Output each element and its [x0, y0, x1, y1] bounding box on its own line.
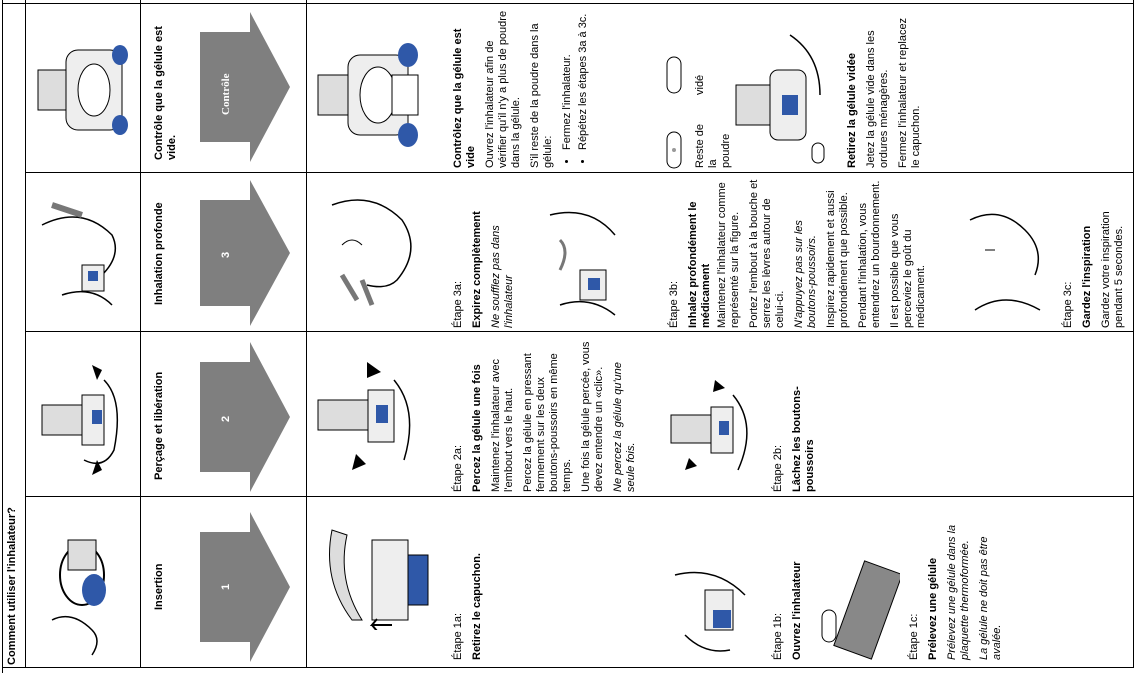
border-left [2, 0, 3, 673]
inhalation-illustration [41, 202, 117, 306]
step-2a-text-2: Percez la gélule en pressant fermement s… [522, 353, 573, 492]
border-title [25, 0, 26, 668]
check-capsule-illustration [317, 43, 419, 147]
border-icon-col [140, 0, 141, 668]
step-3b-text-6: Il est possible que vous perceviez le go… [889, 213, 927, 328]
open-inhaler-illustration [674, 571, 746, 652]
step-1a-label: Étape 1a: [452, 612, 464, 660]
border-row-3 [25, 496, 1133, 497]
remove-heading: Retirez la gélule vidée [846, 53, 858, 168]
inhaler-insertion-illustration [51, 539, 106, 656]
step-1c-text-1: Prélevez une gélule dans la plaquette th… [946, 524, 971, 660]
step-3a-block: Étape 3a: Expirez complètement Ne souffl… [452, 178, 522, 328]
step-2a-block: Étape 2a: Percez la gélule une fois Main… [452, 337, 644, 492]
step-1b-heading: Ouvrez l'inhalateur [791, 561, 803, 660]
step-3b-text-1: Maintenez l'inhalateur comme représenté … [716, 182, 741, 328]
capsule-powder-icon [666, 131, 682, 169]
step-2a-heading: Percez la gélule une fois [471, 364, 483, 492]
border-row-1 [25, 172, 1133, 173]
page-title: Comment utiliser l'inhalateur? [6, 507, 18, 665]
border-top [2, 3, 1134, 4]
remove-block: Retirez la gélule vidée Jetez la gélule … [846, 8, 929, 168]
step-3c-text-1: Gardez votre inspiration pendant 5 secon… [1100, 211, 1125, 328]
step-2a-text-4: Ne percez la gélule qu'une seule fois. [612, 362, 637, 492]
inhale-illustration [549, 211, 616, 316]
arrow-2 [200, 342, 290, 492]
release-buttons-illustration [670, 380, 748, 471]
border-arrow-col [306, 0, 307, 668]
step-3b-label: Étape 3b: [668, 280, 680, 328]
heading-percage: Perçage et libération [153, 371, 165, 480]
arrow-3-label: 3 [220, 251, 232, 258]
step-3b-heading: Inhalez profondément le médicament [687, 201, 712, 328]
step-2b-label: Étape 2b: [772, 444, 784, 492]
border-row-2 [25, 331, 1133, 332]
check-bullets: Fermez l'inhalateur. Répétez les étapes … [561, 8, 590, 168]
arrow-1-label: 1 [220, 583, 232, 590]
step-3b-text-2: Portez l'embout à la bouche et serrez le… [748, 179, 786, 328]
check-bullet-2: Répétez les étapes 3a à 3c. [577, 8, 590, 150]
step-3b-text-3: N'appuyez pas sur les boutons-poussoirs. [793, 220, 818, 328]
step-3a-label: Étape 3a: [452, 280, 464, 328]
arrow-2-label: 2 [220, 415, 232, 422]
check-text-1: Ouvrez l'inhalateur afin de vérifier qu'… [484, 10, 522, 168]
remove-text-1: Jetez la gélule vide dans les ordures mé… [865, 30, 890, 168]
step-3b-body: Maintenez l'inhalateur comme représenté … [716, 178, 934, 328]
heading-controle: Contrôle que la gélule est vide. [153, 26, 178, 160]
pierce-capsule-illustration [317, 362, 411, 470]
step-1c-text-2: La gélule ne doit pas être avalée. [978, 536, 1003, 660]
remove-cap-illustration [329, 529, 429, 630]
step-3a-heading: Expirez complètement [471, 211, 483, 328]
step-1a-block: Étape 1a: Retirez le capuchon. [452, 500, 490, 660]
capsule-blister-illustration [821, 560, 900, 660]
step-1c-block: Étape 1c: Prélevez une gélule Prélevez u… [908, 505, 1010, 660]
heading-insertion: Insertion [153, 563, 165, 610]
arrow-1 [200, 512, 290, 662]
hold-breath-illustration [969, 213, 1041, 311]
step-3b-block: Étape 3b: Inhalez profondément le médica… [668, 178, 719, 328]
remove-capsule-illustration [735, 34, 825, 164]
capsule-powder-label: Reste de la poudre [694, 123, 732, 168]
step-3a-text-1: Ne soufflez pas dans l'inhalateur [490, 225, 515, 328]
check-heading: Contrôlez que la gélule est vide [452, 28, 477, 168]
check-text-2: S'il reste de la poudre dans la gélule: [529, 23, 554, 168]
border-right [1133, 0, 1134, 668]
step-1b-block: Étape 1b: Ouvrez l'inhalateur [772, 540, 810, 660]
arrow-3 [200, 180, 290, 326]
step-2a-text-1: Maintenez l'inhalateur avec l'embout ver… [490, 359, 515, 492]
heading-inhalation: Inhalation profonde [153, 202, 165, 305]
step-2a-text-3: Une fois la gélule percée, vous devez en… [580, 341, 605, 492]
capsule-empty-icon [666, 56, 682, 94]
exhale-illustration [331, 199, 412, 306]
step-1b-label: Étape 1b: [772, 612, 784, 660]
step-2a-label: Étape 2a: [452, 444, 464, 492]
step-1a-heading: Retirez le capuchon. [471, 553, 483, 660]
inhaler-pierce-illustration [41, 365, 119, 475]
arrow-4 [200, 12, 290, 162]
inhaler-check-illustration [37, 45, 128, 135]
remove-text-2: Fermez l'inhalateur et replacez le capuc… [897, 17, 922, 168]
step-3b-text-5: Pendant l'inhalation, vous entendrez un … [857, 180, 882, 328]
check-block: Contrôlez que la gélule est vide Ouvrez … [452, 8, 593, 168]
step-3c-label: Étape 3c: [1062, 281, 1074, 328]
step-2b-heading: Lâchez les boutons-poussoirs [791, 386, 816, 492]
step-3c-heading: Gardez l'inspiration [1081, 225, 1093, 328]
capsule-empty-label: vidé [694, 74, 706, 95]
step-3c-block: Étape 3c: Gardez l'inspiration Gardez vo… [1062, 178, 1132, 328]
step-3b-text-4: Inspirez rapidement et aussi profondémen… [825, 190, 850, 328]
border-bottom [2, 667, 1134, 668]
step-2b-block: Étape 2b: Lâchez les boutons-poussoirs [772, 372, 823, 492]
arrow-4-label: Contrôle [220, 73, 232, 115]
step-1c-label: Étape 1c: [908, 613, 920, 660]
check-bullet-1: Fermez l'inhalateur. [561, 8, 574, 150]
step-1c-heading: Prélevez une gélule [927, 557, 939, 660]
